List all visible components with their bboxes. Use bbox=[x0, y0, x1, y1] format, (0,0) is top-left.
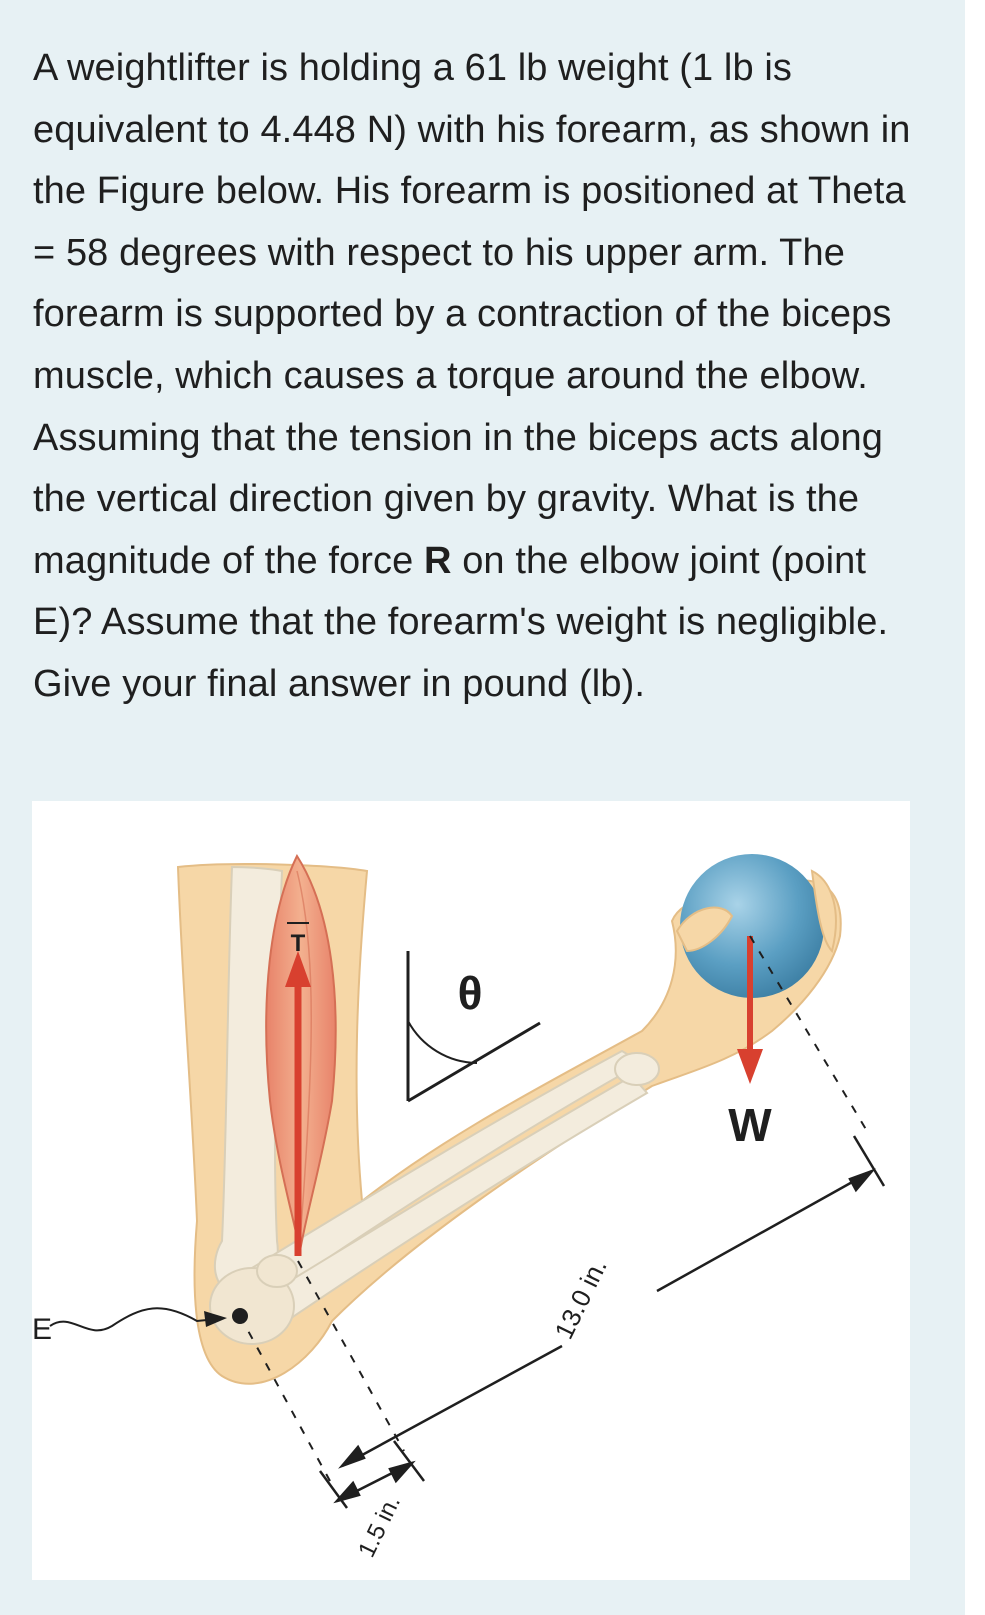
elbow-pointer-line bbox=[49, 1307, 218, 1332]
weight-ball bbox=[680, 854, 824, 998]
force-r-symbol: R bbox=[423, 539, 452, 582]
weight-arrow bbox=[737, 936, 763, 1084]
theta-angle-indicator bbox=[406, 951, 541, 1103]
short-dimension-label: 1.5 in. bbox=[353, 1491, 406, 1562]
long-dimension-line bbox=[338, 1135, 886, 1469]
short-dimension-line bbox=[318, 1440, 425, 1509]
tension-label: T bbox=[291, 930, 306, 957]
tension-arrow bbox=[285, 951, 311, 1256]
arm-figure: T θ W bbox=[32, 801, 910, 1580]
elbow-pointer-arrowhead bbox=[204, 1311, 227, 1327]
forearm-bones bbox=[245, 1049, 660, 1333]
question-text-part1: A weightlifter is holding a 61 lb weight… bbox=[33, 47, 911, 582]
elbow-point bbox=[232, 1308, 248, 1324]
question-text: A weightlifter is holding a 61 lb weight… bbox=[33, 38, 933, 716]
question-text-part2: on the elbow joint (point E)? Assume tha… bbox=[33, 539, 889, 705]
elbow-joint bbox=[209, 1254, 298, 1345]
theta-label: θ bbox=[458, 967, 483, 1019]
question-card: A weightlifter is holding a 61 lb weight… bbox=[0, 0, 965, 1615]
weight-label: W bbox=[728, 1099, 772, 1151]
dashed-guides bbox=[239, 935, 868, 1482]
hand bbox=[675, 869, 837, 953]
long-dimension-label: 13.0 in. bbox=[548, 1254, 612, 1344]
elbow-label: E bbox=[32, 1313, 52, 1346]
